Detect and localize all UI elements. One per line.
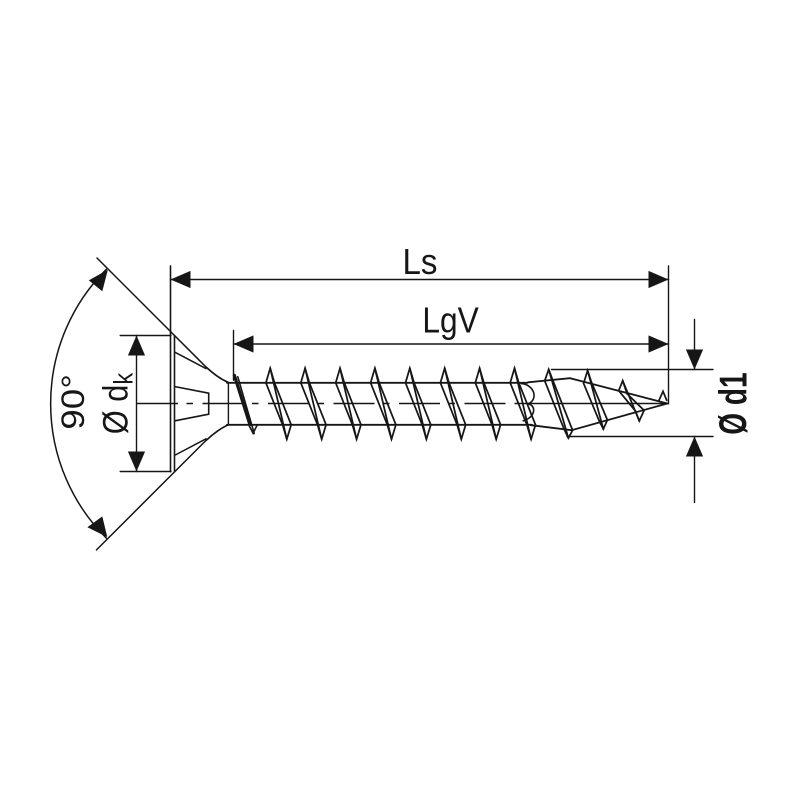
svg-text:LgV: LgV: [422, 301, 479, 341]
svg-text:90°: 90°: [56, 374, 91, 430]
svg-text:Ls: Ls: [403, 243, 438, 283]
svg-text:Ø d1: Ø d1: [712, 372, 756, 434]
